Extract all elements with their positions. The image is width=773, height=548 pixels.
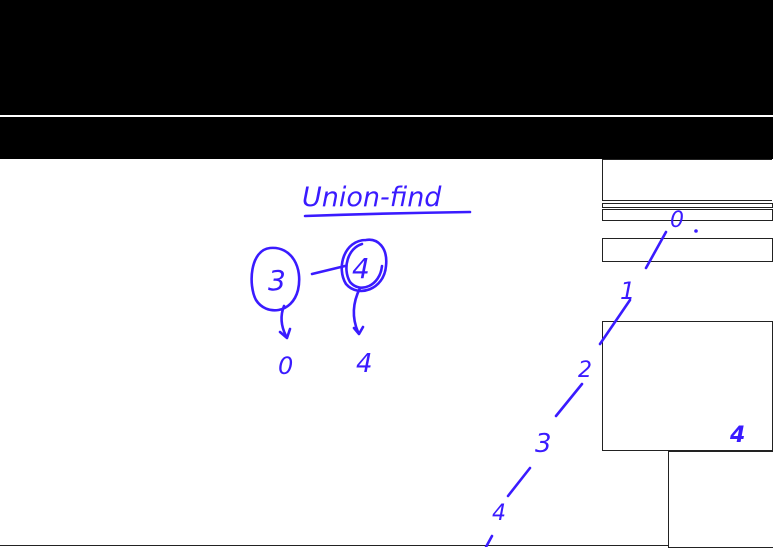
title-underline — [303, 210, 472, 218]
arrow-3-to-0 — [280, 304, 288, 338]
chain-label-3: 3 — [535, 429, 552, 459]
node-4-parent-label: 4 — [356, 349, 373, 379]
chain-label-2: 2 — [578, 358, 592, 383]
side-panel-body — [602, 321, 773, 451]
chain-segment-2-3 — [554, 382, 584, 418]
node-3-parent-label: 0 — [278, 352, 293, 380]
side-panel-top — [602, 159, 772, 201]
edge-3-4 — [310, 264, 347, 276]
chain-segment-0-1 — [644, 230, 668, 270]
canvas-bottom-border — [0, 545, 668, 546]
chain-label-0: 0 — [670, 208, 684, 233]
node-3-label: 3 — [268, 264, 286, 297]
top-toolbar — [0, 0, 773, 115]
chain-segment-3-4 — [506, 466, 532, 498]
arrow-4-to-4 — [352, 286, 362, 334]
node-4-label: 4 — [352, 252, 370, 285]
chain-segment-tail — [484, 534, 494, 547]
whiteboard-title: Union-find — [302, 182, 442, 213]
secondary-toolbar — [0, 117, 773, 159]
side-panel-row — [602, 238, 773, 262]
node-3-circle — [250, 246, 301, 312]
corner-mark: 4 — [729, 423, 745, 448]
chain-segment-1-2 — [598, 298, 632, 346]
side-panel-bottom — [668, 451, 773, 548]
chain-label-4: 4 — [492, 501, 506, 526]
chain-label-1: 1 — [620, 277, 635, 305]
node-4-circle — [340, 238, 388, 293]
